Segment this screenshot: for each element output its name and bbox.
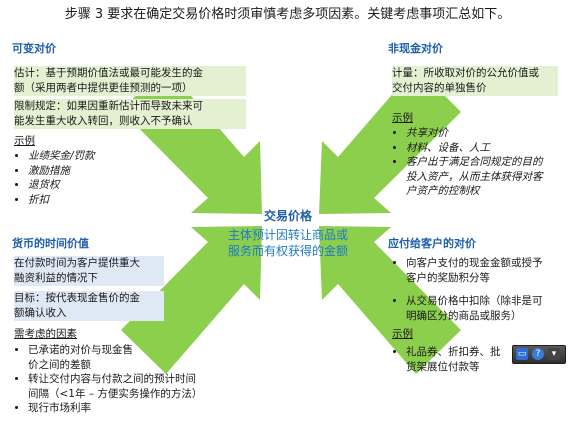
time-value-factors-label: 需考虑的因素 xyxy=(14,328,77,340)
noncash-measure: 计量：所收取对价的公允价值或 交付内容的单独售价 xyxy=(392,66,558,96)
variable-estimate-line-2: 额（采用两者中提供更佳预测的一项） xyxy=(14,82,193,94)
time-value-factor-item: 转让交付内容与付款之间的预计时间 间隔（<1年 – 方便实务操作的方法） xyxy=(28,372,202,401)
payable-item-line: 客户的奖励积分等 xyxy=(406,272,490,284)
center-line-2: 服务而有权获得的金额 xyxy=(227,244,348,258)
noncash-measure-line-1: 计量：所收取对价的公允价值或 xyxy=(392,67,539,79)
noncash-example-line-1: 客户出于满足合同规定的目的 xyxy=(406,156,543,168)
time-value-factor-line: 间隔（<1年 – 方便实务操作的方法） xyxy=(28,387,203,400)
payable-item: 向客户支付的现金金额或授予 客户的奖励积分等 xyxy=(406,256,543,286)
payable-example-line: 货架展位付款等 xyxy=(406,361,480,373)
payable-item-line: 向客户支付的现金金额或授予 xyxy=(406,257,543,269)
variable-examples-label: 示例 xyxy=(14,135,35,147)
arrow-top-right xyxy=(319,67,461,214)
payable-example-line: 礼品券、折扣券、批 xyxy=(406,346,501,358)
floating-toolbar[interactable]: ▭ ? ▾ xyxy=(512,345,566,364)
variable-examples-list: 业绩奖金/罚款 激励措施 退货权 折扣 xyxy=(14,149,95,207)
center-description: 主体预计因转让商品或 服务而有权获得的金额 xyxy=(188,227,388,259)
variable-heading: 可变对价 xyxy=(12,42,56,55)
noncash-examples-list: 共享对价 材料、设备、人工 客户出于满足合同规定的目的 投入资产，从而主体获得对… xyxy=(392,126,543,199)
screen-icon[interactable]: ▭ xyxy=(516,348,528,360)
payable-list: 向客户支付的现金金额或授予 客户的奖励积分等 从交易价格中扣除（除非是可 明确区… xyxy=(392,256,543,324)
time-value-when-line-2: 融资利益的情况下 xyxy=(14,272,98,284)
variable-example-item: 退货权 xyxy=(28,178,95,193)
noncash-heading: 非现金对价 xyxy=(388,42,443,55)
payable-examples-list: 礼品券、折扣券、批 货架展位付款等 xyxy=(392,345,501,375)
center-line-1: 主体预计因转让商品或 xyxy=(227,228,348,242)
variable-example-item: 业绩奖金/罚款 xyxy=(28,149,95,164)
time-value-factor-line: 价之间的差额 xyxy=(28,358,91,371)
noncash-example-item: 客户出于满足合同规定的目的 投入资产，从而主体获得对客 户资产的控制权 xyxy=(406,155,543,199)
payable-item: 从交易价格中扣除（除非是可 明确区分的商品或服务） xyxy=(406,294,543,324)
arrow-bottom-right xyxy=(319,226,461,374)
time-value-heading: 货币的时间价值 xyxy=(12,237,89,250)
variable-example-item: 激励措施 xyxy=(28,164,95,179)
time-value-factor-item: 现行市场利率 xyxy=(28,401,202,416)
variable-estimate-line-1: 估计：基于预期价值法或最可能发生的金 xyxy=(14,67,203,79)
noncash-example-item: 共享对价 xyxy=(406,126,543,141)
time-value-factor-item: 已承诺的对价与现金售 价之间的差额 xyxy=(28,343,202,372)
time-value-goal: 目标：按代表现金售价的金 额确认收入 xyxy=(14,291,164,321)
time-value-factors-list: 已承诺的对价与现金售 价之间的差额 转让交付内容与付款之间的预计时间 间隔（<1… xyxy=(14,343,202,416)
center-heading: 交易价格 xyxy=(263,209,312,223)
variable-example-item: 折扣 xyxy=(28,193,95,208)
time-value-when-line-1: 在付款时间为客户提供重大 xyxy=(14,257,140,269)
help-icon[interactable]: ? xyxy=(532,348,544,360)
time-value-factor-line: 转让交付内容与付款之间的预计时间 xyxy=(28,373,196,385)
chevron-down-icon[interactable]: ▾ xyxy=(548,348,560,360)
payable-item-line: 从交易价格中扣除（除非是可 xyxy=(406,295,543,307)
payable-example-item: 礼品券、折扣券、批 货架展位付款等 xyxy=(406,345,501,375)
time-value-goal-line-2: 额确认收入 xyxy=(14,307,67,319)
arrow-bottom-left xyxy=(121,226,262,374)
page-title: 步骤 3 要求在确定交易价格时须审慎考虑多项因素。关键考虑事项汇总如下。 xyxy=(64,7,511,22)
payable-examples-label: 示例 xyxy=(392,328,413,340)
time-value-when: 在付款时间为客户提供重大 融资利益的情况下 xyxy=(14,256,164,286)
time-value-goal-line-1: 目标：按代表现金售价的金 xyxy=(14,292,140,304)
noncash-measure-line-2: 交付内容的单独售价 xyxy=(392,82,487,94)
variable-estimate: 估计：基于预期价值法或最可能发生的金 额（采用两者中提供更佳预测的一项） xyxy=(14,66,246,96)
noncash-example-line-2: 投入资产，从而主体获得对客 xyxy=(406,170,543,183)
variable-limit-line-2: 能发生重大收入转回，则收入不予确认 xyxy=(14,115,193,127)
noncash-example-line-3: 户资产的控制权 xyxy=(406,185,480,197)
variable-limit-line-1: 限制规定：如果因重新估计而导致未来可 xyxy=(14,100,203,112)
payable-heading: 应付给客户的对价 xyxy=(388,237,476,250)
noncash-example-item: 材料、设备、人工 xyxy=(406,141,543,156)
time-value-factor-line: 已承诺的对价与现金售 xyxy=(28,344,133,356)
variable-limit: 限制规定：如果因重新估计而导致未来可 能发生重大收入转回，则收入不予确认 xyxy=(14,99,246,129)
payable-item-line: 明确区分的商品或服务） xyxy=(406,310,522,322)
noncash-examples-label: 示例 xyxy=(392,112,413,124)
